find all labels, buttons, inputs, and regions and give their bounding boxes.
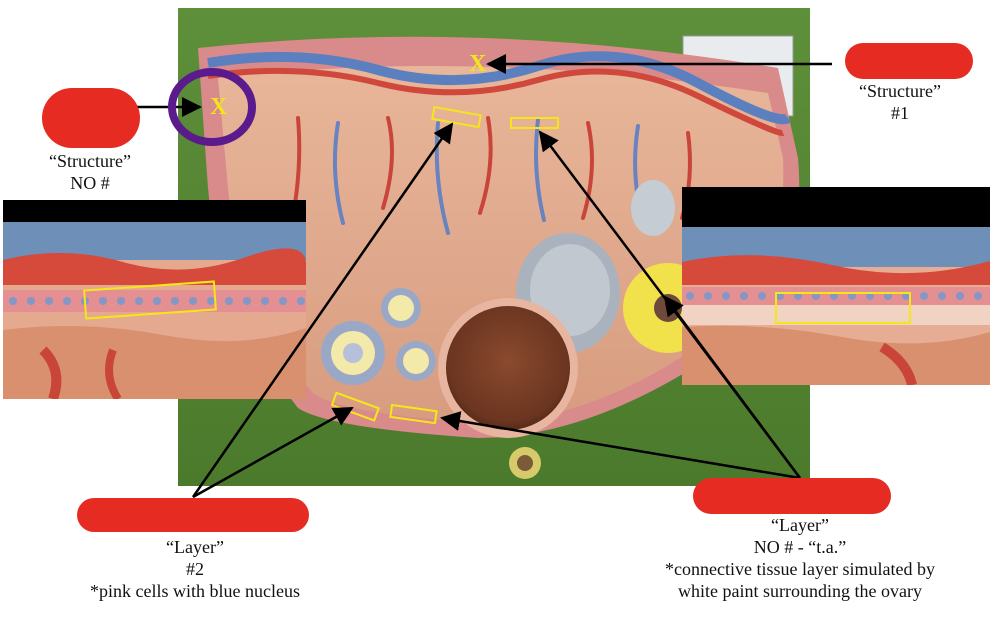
x-marker-left: X — [210, 94, 228, 120]
redaction-bottom-right — [693, 478, 891, 514]
label-structure-1: “Structure” #1 — [835, 80, 965, 124]
label-structure-1-number: #1 — [891, 103, 909, 123]
label-layer-2-word: “Layer” — [166, 537, 224, 557]
left-inset-photo — [3, 200, 306, 402]
label-layer-ta-note1: *connective tissue layer simulated by — [665, 559, 935, 579]
label-structure-number: NO # — [70, 173, 110, 193]
label-layer-2-note: *pink cells with blue nucleus — [90, 581, 300, 601]
right-inset-photo — [682, 187, 990, 387]
label-structure-no-number: “Structure” NO # — [25, 150, 155, 194]
label-layer-ta: “Layer” NO # - “t.a.” *connective tissue… — [630, 514, 970, 602]
redaction-top-left — [42, 88, 140, 148]
label-structure-word: “Structure” — [49, 151, 131, 171]
x-marker-top: X — [469, 51, 487, 77]
redaction-top-right — [845, 43, 973, 79]
label-layer-ta-word: “Layer” — [771, 515, 829, 535]
label-layer-2-number: #2 — [186, 559, 204, 579]
label-layer-ta-note2: white paint surrounding the ovary — [678, 581, 922, 601]
label-layer-2: “Layer” #2 *pink cells with blue nucleus — [40, 536, 350, 602]
redaction-bottom-left — [77, 498, 309, 532]
label-layer-ta-number: NO # - “t.a.” — [753, 537, 847, 557]
label-structure-1-word: “Structure” — [859, 81, 941, 101]
